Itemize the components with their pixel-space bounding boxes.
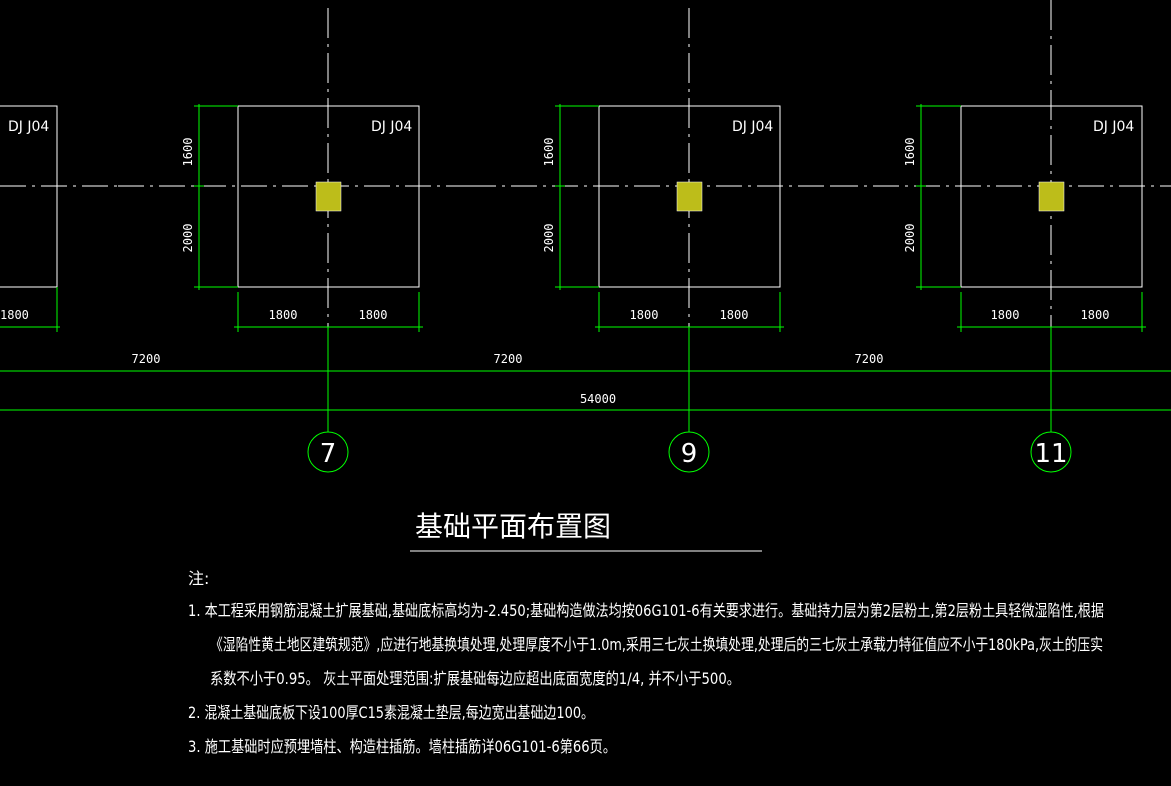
axis-number: 11 (1034, 439, 1067, 469)
total-dimension-text: 54000 (580, 392, 616, 406)
notes-heading: 注: (188, 569, 209, 588)
footing-partial: DJ J04 1800 (0, 105, 118, 332)
footing-axis-11: DJ J04 1600 2000 1800 1800 11 (832, 0, 1171, 473)
footing-label: DJ J04 (371, 119, 412, 135)
bay-dimension-text: 7200 (855, 352, 884, 366)
axis-bubble (1030, 431, 1072, 473)
footing-outline (0, 105, 58, 288)
axis-number: 7 (320, 439, 337, 469)
dimension-text: 1800 (0, 308, 29, 322)
note-line: 2. 混凝土基础底板下设100厚C15素混凝土垫层,每边宽出基础边100。 (188, 703, 594, 722)
bay-dimension-text: 7200 (494, 352, 523, 366)
dimension-text: 2000 (903, 224, 917, 253)
note-line: 3. 施工基础时应预埋墙柱、构造柱插筋。墙柱插筋详06G101-6第66页。 (188, 737, 616, 756)
column-section (1038, 181, 1065, 212)
dimension-text: 1800 (1081, 308, 1110, 322)
dimension-text: 2000 (181, 224, 195, 253)
footing-axis-9: DJ J04 1600 2000 1800 1800 9 (470, 8, 832, 473)
total-dimension: 54000 (0, 392, 1171, 411)
drawing-title: 基础平面布置图 (415, 510, 611, 543)
dimension-text: 1800 (630, 308, 659, 322)
dimension-text: 1600 (181, 138, 195, 167)
axis-number: 9 (681, 439, 698, 469)
footing-label: DJ J04 (732, 119, 773, 135)
footing-outline (598, 105, 781, 288)
dimension-text: 1800 (991, 308, 1020, 322)
dimension-text: 1600 (542, 138, 556, 167)
dimension-text: 1800 (359, 308, 388, 322)
footing-label: DJ J04 (8, 119, 49, 135)
axis-bubble (668, 431, 710, 473)
column-section (676, 181, 703, 212)
note-line: 系数不小于0.95。 灰土平面处理范围:扩展基础每边应超出底面宽度的1/4, 并… (210, 669, 740, 688)
dimension-text: 1600 (903, 138, 917, 167)
footing-outline (237, 105, 420, 288)
dimension-text: 1800 (269, 308, 298, 322)
note-line: 1. 本工程采用钢筋混凝土扩展基础,基础底标高均为-2.450;基础构造做法均按… (188, 601, 1104, 620)
footing-axis-7: DJ J04 1600 2000 1800 1800 7 (118, 8, 470, 473)
column-section (315, 181, 342, 212)
axis-bubble (307, 431, 349, 473)
dimension-text: 2000 (542, 224, 556, 253)
footing-label: DJ J04 (1093, 119, 1134, 135)
bay-dimension-text: 7200 (132, 352, 161, 366)
footing-outline (960, 105, 1143, 288)
dimension-text: 1800 (720, 308, 749, 322)
note-line: 《湿陷性黄土地区建筑规范》,应进行地基换填处理,处理厚度不小于1.0m,采用三七… (210, 635, 1103, 654)
bay-dimension-chain: 7200 7200 7200 (0, 352, 1171, 372)
